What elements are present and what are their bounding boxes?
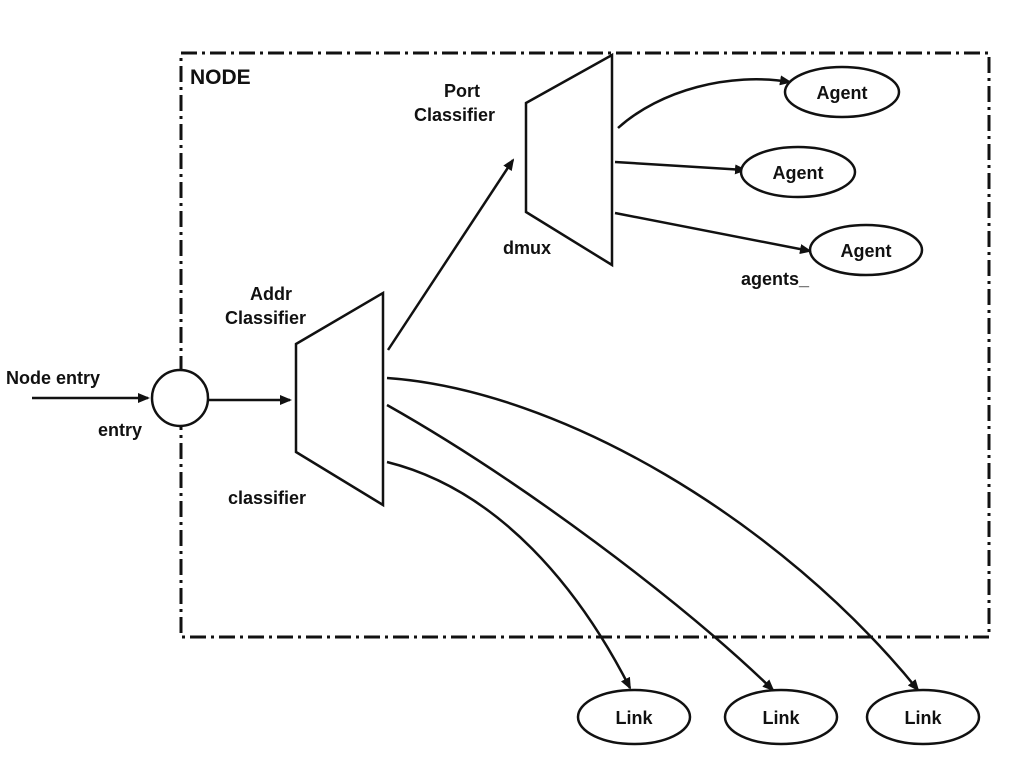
dmux-to-agent-1-arrow (617, 75, 792, 129)
node-entry-label: Node entry (6, 368, 100, 388)
node-box-label: NODE (190, 66, 251, 89)
dmux-to-agent-3-arrow (614, 211, 812, 254)
classifier-to-link-2-arrow (386, 403, 775, 692)
entry-label: entry (98, 420, 142, 440)
classifier-to-port-classifier-arrow (386, 158, 515, 351)
agent-node-2 (739, 145, 857, 199)
agent-label-2: Agent (773, 163, 824, 183)
link-label-3: Link (904, 708, 942, 728)
agent-label-1: Agent (817, 83, 868, 103)
classifier-to-link-1-arrow (386, 460, 632, 690)
addr-classifier-shape (294, 290, 385, 508)
addr-classifier-label-line2: Classifier (225, 308, 306, 328)
dmux-label: dmux (503, 238, 551, 258)
link-node-2 (723, 688, 839, 746)
agent-label-3: Agent (841, 241, 892, 261)
classifier-to-link-3-arrow (386, 376, 920, 692)
agent-node-1 (783, 65, 901, 119)
entry-circle (150, 368, 210, 428)
port-classifier-shape (524, 52, 614, 268)
classifier-label: classifier (228, 488, 306, 508)
port-classifier-label-line2: Classifier (414, 105, 495, 125)
dmux-to-agent-2-arrow (614, 160, 747, 175)
agent-node-3 (808, 223, 924, 277)
link-label-1: Link (615, 708, 653, 728)
addr-classifier-label-line1: Addr (250, 284, 292, 304)
agents-label: agents_ (741, 269, 810, 289)
link-node-3 (865, 688, 981, 746)
port-classifier-label-line1: Port (444, 81, 480, 101)
link-label-2: Link (762, 708, 800, 728)
link-node-1 (576, 688, 692, 746)
